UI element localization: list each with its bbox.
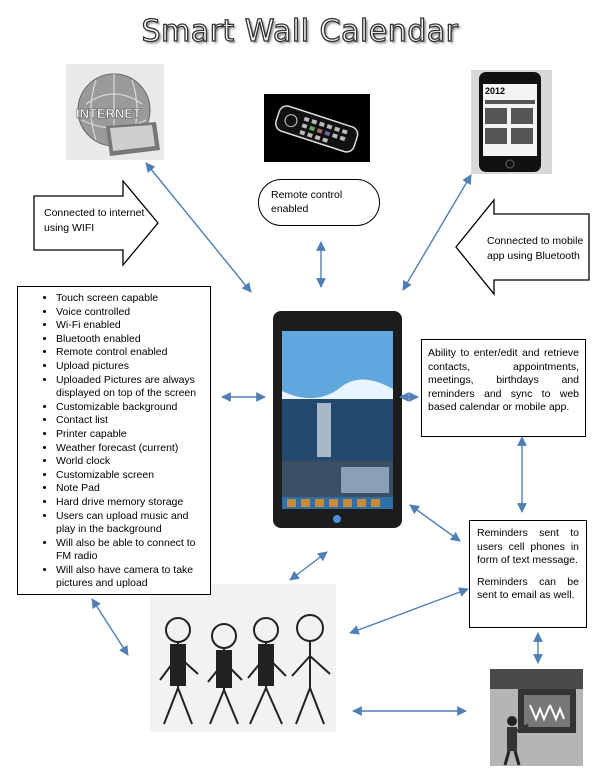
feature-item: Bluetooth enabled (56, 333, 206, 347)
feature-item: Wi-Fi enabled (56, 319, 206, 333)
reminder-email-text: Reminders can be sent to email as well. (477, 575, 579, 602)
arrow-people-reminders (349, 587, 469, 635)
feature-item: Upload pictures (56, 360, 206, 374)
remote-control-image (264, 94, 370, 162)
sync-description-box: Ability to enter/edit and retrieve conta… (421, 339, 586, 437)
bluetooth-label: Connected to mobile app using Bluetooth (487, 235, 584, 262)
feature-item: Note Pad (56, 482, 206, 496)
internet-laptop-image: INTERNET (66, 64, 164, 160)
wifi-block-arrow (33, 179, 159, 267)
feature-item: Hard drive memory storage (56, 496, 206, 510)
feature-item: Will also have camera to take pictures a… (56, 564, 206, 591)
reminder-sms-text: Reminders sent to users cell phones in f… (477, 527, 579, 567)
feature-item: World clock (56, 455, 206, 469)
features-list-box: Touch screen capableVoice controlledWi-F… (17, 286, 211, 595)
feature-item: Printer capable (56, 428, 206, 442)
page-title: Smart Wall Calendar (141, 13, 459, 49)
feature-item: Weather forecast (current) (56, 442, 206, 456)
feature-item: Customizable background (56, 401, 206, 415)
remote-label: Remote control enabled (258, 179, 380, 226)
feature-item: Remote control enabled (56, 346, 206, 360)
arrow-tablet-reminders (409, 504, 461, 542)
feature-item: Users can upload music and play in the b… (56, 510, 206, 537)
tablet-device-image (273, 311, 402, 528)
people-sketch-image (150, 584, 336, 732)
feature-item: Will also be able to connect to FM radio (56, 537, 206, 564)
phone-calendar-image: 2012 (471, 70, 552, 174)
features-list: Touch screen capableVoice controlledWi-F… (38, 292, 206, 591)
wifi-label: Connected to internet using WIFI (44, 207, 145, 234)
feature-item: Uploaded Pictures are always displayed o… (56, 374, 206, 401)
arrow-phone-tablet (402, 174, 472, 291)
web-computer-image (490, 669, 583, 766)
calendar-year-text: 2012 (485, 86, 505, 96)
arrow-internet-tablet (145, 162, 252, 293)
feature-item: Touch screen capable (56, 292, 206, 306)
feature-item: Voice controlled (56, 306, 206, 320)
bluetooth-block-arrow (455, 198, 590, 296)
arrow-people-tablet (289, 551, 328, 581)
internet-image-text: INTERNET (76, 106, 141, 121)
arrow-features-people (91, 598, 129, 656)
reminders-box: Reminders sent to users cell phones in f… (469, 520, 587, 628)
feature-item: Contact list (56, 414, 206, 428)
feature-item: Customizable screen (56, 469, 206, 483)
